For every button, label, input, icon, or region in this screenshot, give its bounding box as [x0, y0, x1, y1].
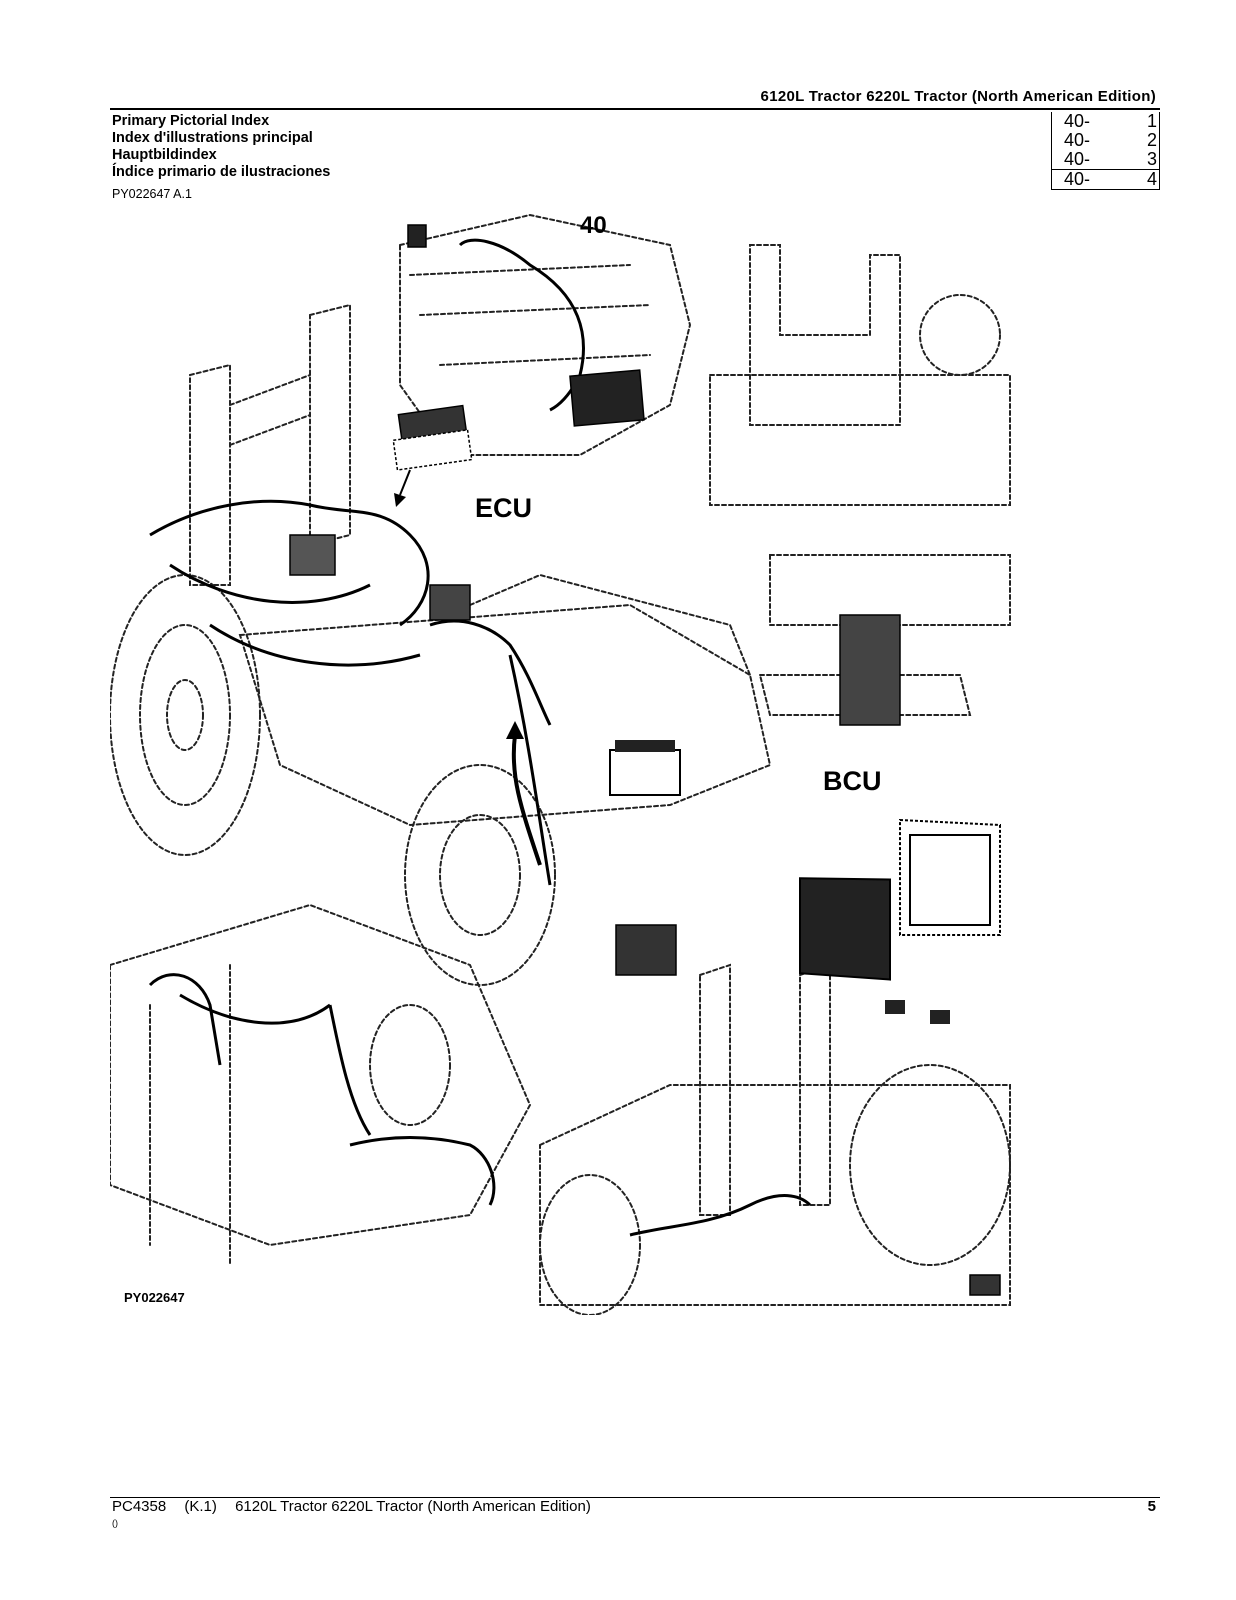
footer-doc-code: PC4358: [112, 1498, 167, 1515]
footer-note: (): [112, 1518, 118, 1528]
page-number: 5: [1147, 1498, 1156, 1515]
index-row[interactable]: 40- 2: [1052, 131, 1159, 150]
index-page: 2: [1146, 130, 1157, 150]
index-page: 3: [1146, 149, 1157, 169]
index-row[interactable]: 40- 3: [1052, 150, 1159, 169]
index-section: 40-: [1064, 149, 1091, 169]
index-page: 4: [1146, 169, 1157, 189]
index-table: 40- 1 40- 2 40- 3 40- 4: [1051, 112, 1160, 190]
pictorial-illustration: TOP 40 ECU BCU PY022647: [110, 212, 1011, 1315]
index-section: 40-: [1064, 111, 1091, 131]
group-number-label: 40: [580, 212, 607, 239]
index-row[interactable]: 40- 4: [1052, 169, 1159, 189]
index-section: 40-: [1064, 169, 1091, 189]
title-es: Índice primario de ilustraciones: [112, 164, 331, 180]
header-rule: [110, 108, 1160, 110]
footer-rule: [110, 1497, 1160, 1498]
footer-info: PC4358 (K.1) 6120L Tractor 6220L Tractor…: [112, 1498, 605, 1515]
index-row[interactable]: 40- 1: [1052, 112, 1159, 131]
title-en: Primary Pictorial Index: [112, 113, 270, 129]
header-title: 6120L Tractor 6220L Tractor (North Ameri…: [760, 88, 1156, 105]
controller-top-label: TOP: [830, 857, 851, 868]
image-reference: PY022647 A.1: [112, 187, 192, 201]
title-fr: Index d'illustrations principal: [112, 130, 313, 146]
ecu-label: ECU: [475, 493, 532, 523]
index-section: 40-: [1064, 130, 1091, 150]
footer-revision: (K.1): [184, 1498, 217, 1515]
footer-title: 6120L Tractor 6220L Tractor (North Ameri…: [235, 1498, 591, 1515]
title-block: Primary Pictorial Index Index d'illustra…: [112, 113, 330, 181]
figure-id: PY022647: [124, 1290, 185, 1305]
index-page: 1: [1146, 111, 1157, 131]
title-de: Hauptbildindex: [112, 147, 217, 163]
bcu-label: BCU: [823, 766, 882, 796]
